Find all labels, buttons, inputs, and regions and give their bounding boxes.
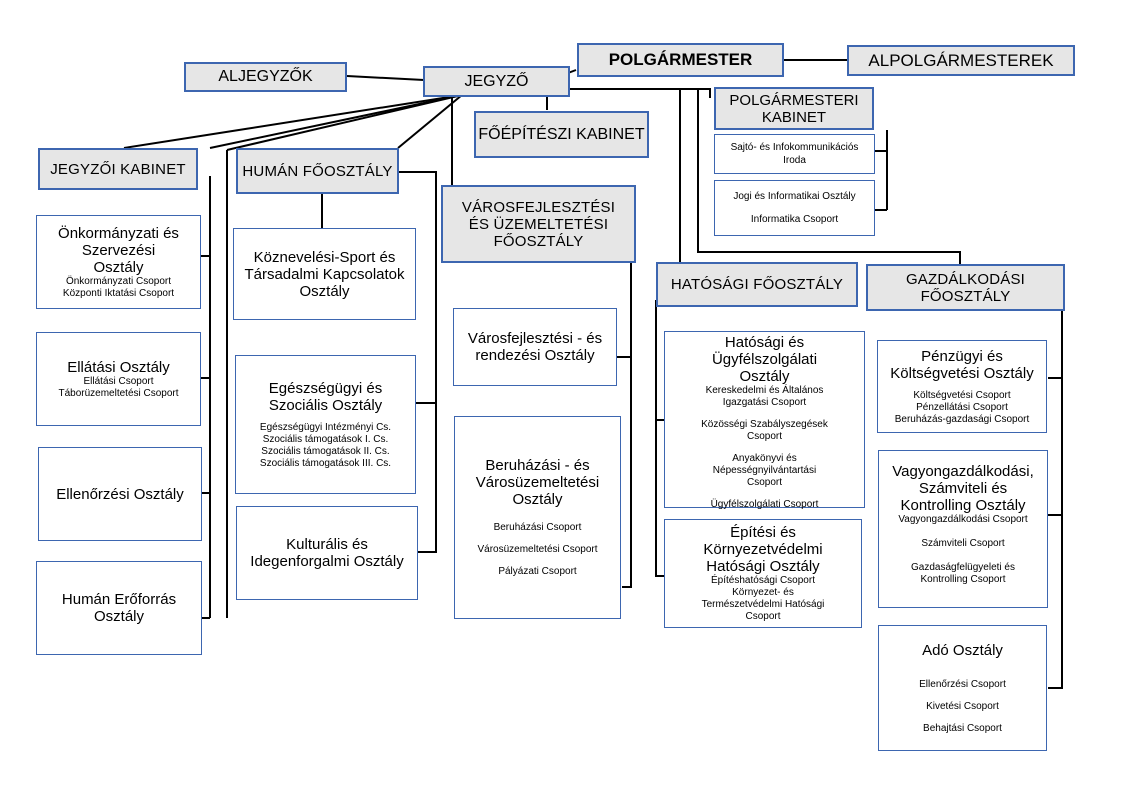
- self-gov-dept-box: Önkormányzati és Szervezési Osztály Önko…: [36, 215, 201, 309]
- notary-box: JEGYZŐ: [423, 66, 570, 97]
- budget-dept-name: Pénzügyi és Költségvetési Osztály: [890, 347, 1034, 382]
- building-env-dept-box: Építési és Környezetvédelmi Hatósági Osz…: [664, 519, 862, 628]
- asset-accounting-dept-box: Vagyongazdálkodási, Számviteli és Kontro…: [878, 450, 1048, 608]
- health-social-dept-box: Egészségügyi és Szociális Osztály Egészs…: [235, 355, 416, 494]
- tax-group-1: Ellenőrzési Csoport: [919, 678, 1006, 690]
- investment-ops-dept-box: Beruházási - és Városüzemeltetési Osztál…: [454, 416, 621, 619]
- building-env-group-1: Építéshatósági Csoport: [711, 575, 815, 586]
- budget-group-1: Költségvetési Csoport: [913, 389, 1011, 401]
- customer-service-group-2: Közösségi Szabályszegések Csoport: [701, 419, 828, 442]
- culture-tourism-dept-box: Kulturális és Idegenforgalmi Osztály: [236, 506, 418, 600]
- self-gov-group-1: Önkormányzati Csoport: [65, 275, 172, 287]
- urban-planning-dept-box: Városfejlesztési - és rendezési Osztály: [453, 308, 617, 386]
- customer-service-group-3: Anyakönyvi és Népességnyilvántartási Cso…: [712, 453, 817, 488]
- urban-planning-dept-name: Városfejlesztési - és rendezési Osztály: [467, 330, 603, 364]
- authority-division-header: HATÓSÁGI FŐOSZTÁLY: [656, 262, 858, 307]
- customer-service-group-1: Kereskedelmi és Általános Igazgatási Cso…: [705, 385, 824, 408]
- health-social-group-1: Egészségügyi Intézményi Cs.: [259, 421, 392, 433]
- finance-division-header: GAZDÁLKODÁSI FŐOSZTÁLY: [866, 264, 1065, 311]
- it-group: Informatika Csoport: [750, 214, 839, 225]
- supply-group-1: Ellátási Csoport: [83, 375, 154, 387]
- mayor-cabinet-box: POLGÁRMESTERI KABINET: [714, 87, 874, 130]
- self-gov-group-2: Központi Iktatási Csoport: [62, 287, 175, 299]
- asset-accounting-group-1: Vagyongazdálkodási Csoport: [898, 514, 1028, 525]
- tax-group-3: Behajtási Csoport: [923, 722, 1002, 734]
- building-env-group-2: Környezet- és Természetvédelmi Hatósági …: [701, 587, 825, 622]
- legal-it-dept-box: Jogi és Informatikai Osztály Informatika…: [714, 180, 875, 236]
- notary-cabinet-header: JEGYZŐI KABINET: [38, 148, 198, 190]
- human-division-header: HUMÁN FŐOSZTÁLY: [236, 148, 399, 194]
- press-office-name: Sajtó- és Infokommunikációs Iroda: [730, 142, 859, 166]
- tax-group-2: Kivetési Csoport: [926, 700, 999, 712]
- legal-it-dept-name: Jogi és Informatikai Osztály: [733, 191, 856, 202]
- deputy-notaries-box: ALJEGYZŐK: [184, 62, 347, 92]
- culture-tourism-dept-name: Kulturális és Idegenforgalmi Osztály: [250, 536, 404, 570]
- budget-dept-box: Pénzügyi és Költségvetési Osztály Költsé…: [877, 340, 1047, 433]
- urban-division-header: VÁROSFEJLESZTÉSI ÉS ÜZEMELTETÉSI FŐOSZTÁ…: [441, 185, 636, 263]
- customer-service-group-4: Ügyfélszolgálati Csoport: [710, 499, 819, 510]
- health-social-group-4: Szociális támogatások III. Cs.: [259, 457, 392, 469]
- self-gov-dept-name: Önkormányzati és Szervezési Osztály: [58, 224, 179, 276]
- supply-group-2: Táborüzemeltetési Csoport: [58, 387, 179, 399]
- budget-group-3: Beruházás-gazdasági Csoport: [894, 413, 1030, 425]
- education-sport-dept-box: Köznevelési-Sport és Társadalmi Kapcsola…: [233, 228, 416, 320]
- investment-ops-group-3: Pályázati Csoport: [498, 566, 577, 577]
- budget-group-2: Pénzellátási Csoport: [916, 401, 1008, 413]
- customer-service-dept-box: Hatósági és Ügyfélszolgálati Osztály Ker…: [664, 331, 865, 510]
- supply-dept-name: Ellátási Osztály: [67, 358, 170, 376]
- press-office-box: Sajtó- és Infokommunikációs Iroda: [714, 134, 875, 174]
- education-sport-dept-name: Köznevelési-Sport és Társadalmi Kapcsola…: [244, 248, 405, 300]
- mayor-box: POLGÁRMESTER: [577, 43, 784, 77]
- chief-architect-cabinet-box: FŐÉPÍTÉSZI KABINET: [474, 111, 649, 158]
- asset-accounting-group-3: Gazdaságfelügyeleti és Kontrolling Csopo…: [911, 562, 1015, 585]
- building-env-dept-name: Építési és Környezetvédelmi Hatósági Osz…: [703, 524, 823, 575]
- investment-ops-group-2: Városüzemeltetési Csoport: [477, 544, 598, 555]
- asset-accounting-group-2: Számviteli Csoport: [921, 538, 1005, 549]
- tax-dept-name: Adó Osztály: [922, 641, 1003, 659]
- supply-dept-box: Ellátási Osztály Ellátási Csoport Táborü…: [36, 332, 201, 426]
- audit-dept-box: Ellenőrzési Osztály: [38, 447, 202, 541]
- investment-ops-group-1: Beruházási Csoport: [493, 522, 582, 533]
- hr-dept-name: Humán Erőforrás Osztály: [61, 591, 177, 625]
- health-social-dept-name: Egészségügyi és Szociális Osztály: [268, 379, 383, 414]
- audit-dept-name: Ellenőrzési Osztály: [56, 485, 184, 503]
- asset-accounting-dept-name: Vagyongazdálkodási, Számviteli és Kontro…: [892, 463, 1034, 514]
- tax-dept-box: Adó Osztály Ellenőrzési Csoport Kivetési…: [878, 625, 1047, 751]
- investment-ops-dept-name: Beruházási - és Városüzemeltetési Osztál…: [475, 457, 600, 508]
- customer-service-dept-name: Hatósági és Ügyfélszolgálati Osztály: [711, 334, 818, 385]
- hr-dept-box: Humán Erőforrás Osztály: [36, 561, 202, 655]
- health-social-group-2: Szociális támogatások I. Cs.: [262, 433, 389, 445]
- deputy-mayors-box: ALPOLGÁRMESTEREK: [847, 45, 1075, 76]
- health-social-group-3: Szociális támogatások II. Cs.: [261, 445, 390, 457]
